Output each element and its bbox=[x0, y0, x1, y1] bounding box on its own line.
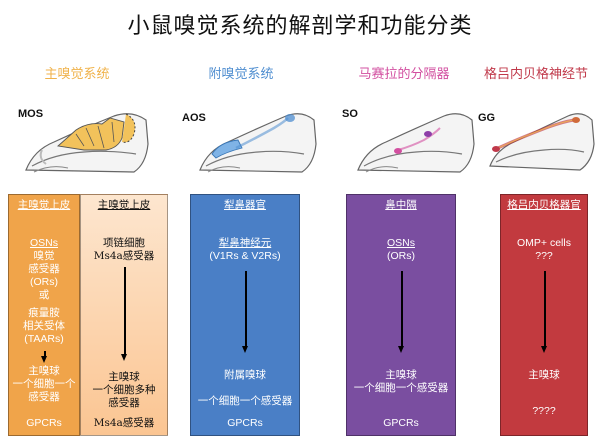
rule-label: 一个细胞一个感受器 bbox=[353, 382, 449, 394]
panel-so-header: 鼻中隔 bbox=[385, 199, 417, 211]
mos-head-diagram: MOS bbox=[14, 98, 164, 178]
gpcr-label: GPCRs bbox=[383, 417, 419, 429]
system-label-mos: 主嗅觉系统 bbox=[44, 67, 110, 82]
page-title: 小鼠嗅觉系统的解剖学和功能分类 bbox=[127, 14, 473, 39]
rule-label: 一个细胞一个感受器 bbox=[197, 395, 293, 407]
gg-head-illustration bbox=[489, 113, 595, 171]
bulb-label: 主嗅球 bbox=[108, 371, 140, 383]
aos-head-illustration bbox=[199, 113, 317, 173]
rule-line-1: 一个细胞一个 bbox=[12, 378, 76, 390]
mos-head-illustration bbox=[25, 113, 149, 173]
or-word: 或 bbox=[38, 289, 50, 301]
arrow-down-icon bbox=[121, 267, 127, 361]
system-label-aos: 附嗅觉系统 bbox=[208, 67, 274, 82]
panel-mos-ms4a-header: 主嗅觉上皮 bbox=[97, 199, 151, 211]
bulb-label: 主嗅球 bbox=[385, 369, 417, 381]
osn-label: OSNs bbox=[29, 237, 58, 249]
arrow-down-icon bbox=[242, 271, 248, 353]
arrow-down-icon bbox=[398, 271, 404, 353]
taar-line-1: 痕量胺 bbox=[28, 307, 60, 319]
so-head-diagram: SO bbox=[336, 98, 486, 178]
taar-line-2: 相关受体 bbox=[23, 320, 65, 332]
receptor-line-2: 感受器 bbox=[28, 263, 60, 275]
gpcr-label: GPCRs bbox=[26, 417, 62, 429]
system-label-so: 马赛拉的分隔器 bbox=[358, 67, 450, 82]
ms4a-receptor-label: Ms4a感受器 bbox=[93, 250, 155, 262]
panel-mos-ms4a: 主嗅觉上皮 项链细胞 Ms4a感受器 主嗅球 一个细胞多种 感受器 Ms4a感受… bbox=[80, 194, 168, 436]
omp-cells-label: OMP+ cells bbox=[517, 237, 571, 249]
vomeronasal-neuron-label: 犁鼻神经元 bbox=[218, 237, 272, 249]
panel-so: 鼻中隔 OSNs (ORs) 主嗅球 一个细胞一个感受器 GPCRs bbox=[346, 194, 456, 436]
accessory-bulb-label: 附属嗅球 bbox=[224, 369, 266, 381]
panel-gg-header: 格吕内贝格器官 bbox=[507, 199, 581, 211]
rule-line-2: 感受器 bbox=[108, 397, 140, 409]
ms4a-bottom-label: Ms4a感受器 bbox=[93, 417, 155, 429]
unknown-rule-label: ???? bbox=[532, 405, 556, 417]
receptor-line-1: 嗅觉 bbox=[33, 250, 55, 262]
gg-tag: GG bbox=[478, 112, 496, 124]
panel-aos: 犁鼻器官 犁鼻神经元 (V1Rs & V2Rs) 附属嗅球 一个细胞一个感受器 … bbox=[190, 194, 300, 436]
gg-head-diagram: GG bbox=[470, 98, 600, 178]
rule-line-2: 感受器 bbox=[28, 391, 60, 403]
bulb-label: 主嗅球 bbox=[28, 365, 60, 377]
necklace-cell-label: 项链细胞 bbox=[103, 237, 145, 249]
so-head-illustration bbox=[357, 113, 475, 173]
receptor-line-3: (ORs) bbox=[30, 276, 58, 288]
rule-line-1: 一个细胞多种 bbox=[92, 384, 156, 396]
so-tag: SO bbox=[342, 108, 358, 120]
v1r-v2r-label: (V1Rs & V2Rs) bbox=[209, 250, 281, 262]
bulb-label: 主嗅球 bbox=[528, 369, 560, 381]
unknown-receptor-label: ??? bbox=[535, 250, 553, 262]
panel-mos-osn: 主嗅觉上皮 OSNs 嗅觉 感受器 (ORs) 或 痕量胺 相关受体 (TAAR… bbox=[8, 194, 80, 436]
panel-aos-header: 犁鼻器官 bbox=[224, 199, 266, 211]
taar-line-3: (TAARs) bbox=[24, 333, 64, 345]
arrow-down-icon bbox=[41, 351, 47, 363]
panel-gg: 格吕内贝格器官 OMP+ cells ??? 主嗅球 ???? bbox=[500, 194, 588, 436]
aos-head-diagram: AOS bbox=[176, 98, 326, 178]
osn-label: OSNs bbox=[386, 237, 415, 249]
panel-mos-osn-header: 主嗅觉上皮 bbox=[17, 199, 71, 211]
mos-tag: MOS bbox=[18, 108, 44, 120]
arrow-down-icon bbox=[541, 271, 547, 353]
system-label-gg: 格吕内贝格神经节 bbox=[483, 67, 588, 82]
aos-tag: AOS bbox=[182, 112, 206, 124]
or-label: (ORs) bbox=[387, 250, 415, 262]
gpcr-label: GPCRs bbox=[227, 417, 263, 429]
